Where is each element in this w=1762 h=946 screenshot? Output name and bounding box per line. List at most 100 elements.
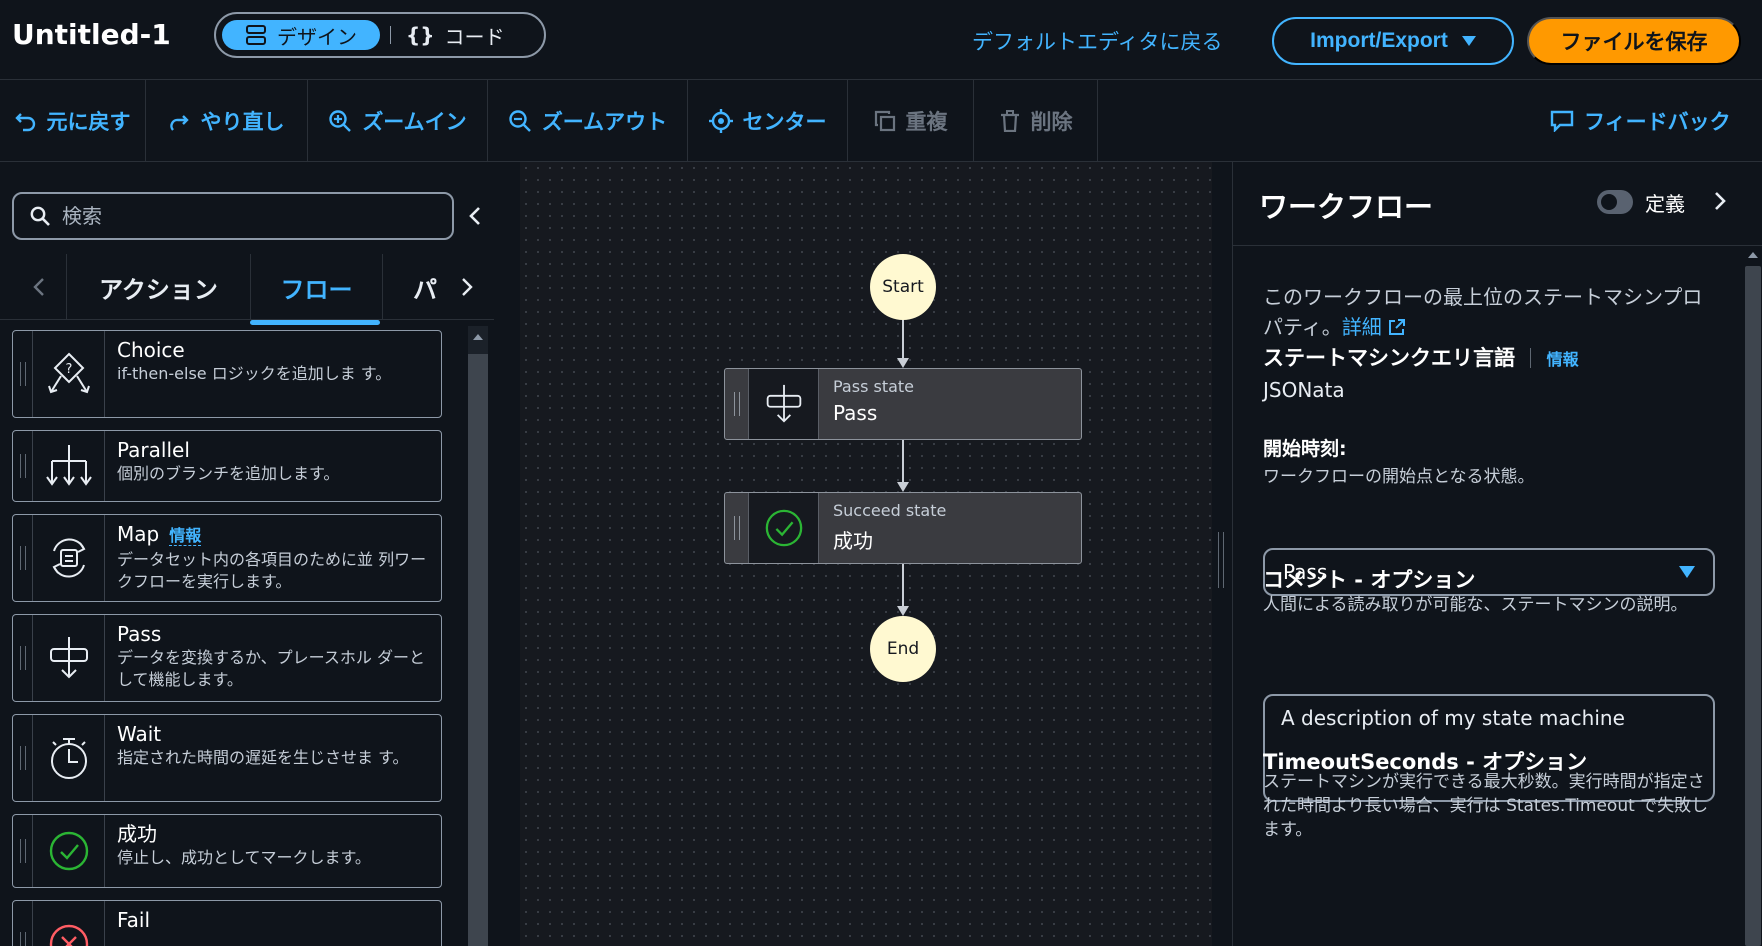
import-export-button[interactable]: Import/Export <box>1272 17 1514 65</box>
query-language-label: ステートマシンクエリ言語 情報 <box>1263 346 1579 370</box>
editor-toolbar: 元に戻す やり直し ズームイン ズームアウト センター 重複 削除 フィードバッ… <box>0 80 1762 162</box>
comment-textarea[interactable] <box>1263 694 1715 802</box>
library-item-desc: 個別のブランチを追加します。 <box>117 464 340 483</box>
map-icon <box>52 538 85 578</box>
library-item-desc: if-then-else ロジックを追加しま す。 <box>117 364 392 383</box>
success-icon <box>765 509 802 547</box>
undo-label: 元に戻す <box>46 110 131 134</box>
tabs-scroll-left-button[interactable] <box>28 274 50 300</box>
center-label: センター <box>742 110 827 134</box>
chevron-right-icon <box>462 278 473 296</box>
drag-handle[interactable] <box>725 493 749 563</box>
back-to-default-editor-link[interactable]: デフォルトエディタに戻る <box>972 30 1223 54</box>
drag-handle[interactable] <box>13 901 33 946</box>
library-scrollbar[interactable] <box>468 326 488 946</box>
mode-design-button[interactable]: デザイン <box>222 20 380 50</box>
drag-handle[interactable] <box>725 369 749 439</box>
library-item-fail[interactable]: Fail <box>12 900 442 946</box>
drag-handle[interactable] <box>13 331 33 417</box>
start-node[interactable]: Start <box>870 254 936 320</box>
tabs-scroll-right-button[interactable] <box>456 274 478 300</box>
external-link-icon <box>1389 319 1406 335</box>
map-info-link[interactable]: 情報 <box>169 526 202 546</box>
zoom-out-label: ズームアウト <box>541 110 668 134</box>
pass-icon <box>766 384 801 423</box>
center-button[interactable]: センター <box>688 80 848 162</box>
import-export-label: Import/Export <box>1310 29 1448 52</box>
inspector-collapse-button[interactable] <box>1713 190 1727 216</box>
tab-flow[interactable]: フロー <box>250 254 382 320</box>
library-item-parallel[interactable]: Parallel 個別のブランチを追加します。 <box>12 430 442 502</box>
redo-label: やり直し <box>200 110 285 134</box>
fail-icon <box>49 924 88 946</box>
feedback-label: フィードバック <box>1584 110 1731 134</box>
chevron-left-icon <box>33 278 44 296</box>
inspector-scrollbar[interactable] <box>1743 246 1762 946</box>
drag-handle[interactable] <box>13 715 33 801</box>
parallel-icon <box>45 445 92 486</box>
definition-toggle-label: 定義 <box>1645 192 1685 216</box>
delete-button[interactable]: 削除 <box>974 80 1098 162</box>
tab-patterns[interactable]: パ <box>382 254 452 320</box>
drag-handle[interactable] <box>13 615 33 701</box>
connector <box>902 320 904 362</box>
mode-code-button[interactable]: {} コード <box>406 20 504 50</box>
definition-toggle[interactable] <box>1597 190 1633 214</box>
comment-description: 人間による読み取りが可能な、ステートマシンの説明。 <box>1263 595 1688 615</box>
connector <box>902 564 904 610</box>
query-language-info-link[interactable]: 情報 <box>1546 350 1579 369</box>
timeout-label: TimeoutSeconds - オプション <box>1263 750 1588 774</box>
duplicate-button[interactable]: 重複 <box>848 80 974 162</box>
zoom-out-icon <box>509 110 531 132</box>
start-at-select[interactable]: Pass <box>1263 548 1715 596</box>
trash-icon <box>1000 110 1019 132</box>
drag-handle[interactable] <box>13 815 33 887</box>
library-item-desc: 指定された時間の遅延を生じさせま す。 <box>117 748 409 767</box>
mode-code-label: コード <box>444 24 505 49</box>
search-box <box>12 192 454 240</box>
details-link[interactable]: 詳細 <box>1342 315 1406 339</box>
end-node[interactable]: End <box>870 616 936 682</box>
mode-design-label: デザイン <box>277 24 357 49</box>
panel-resize-handle[interactable] <box>1212 162 1232 946</box>
zoom-out-button[interactable]: ズームアウト <box>488 80 688 162</box>
zoom-in-button[interactable]: ズームイン <box>308 80 488 162</box>
search-input[interactable] <box>62 204 402 228</box>
app-title: Untitled-1 <box>12 18 171 51</box>
stopwatch-icon <box>50 738 87 779</box>
inspector-header: ワークフロー 定義 <box>1233 162 1762 246</box>
code-mode-icon: {} <box>406 23 435 47</box>
undo-button[interactable]: 元に戻す <box>0 80 146 162</box>
succeed-state-node[interactable]: Succeed state 成功 <box>724 492 1082 564</box>
redo-button[interactable]: やり直し <box>146 80 308 162</box>
drag-handle[interactable] <box>13 431 33 501</box>
save-file-button[interactable]: ファイルを保存 <box>1527 17 1741 65</box>
workflow-description: このワークフローの最上位のステートマシンプロパティ。詳細 <box>1263 285 1703 339</box>
library-item-desc: データを変換するか、プレースホル ダーとして機能します。 <box>117 648 425 689</box>
library-item-title: Pass <box>117 622 162 646</box>
drag-handle[interactable] <box>13 515 33 601</box>
tab-actions[interactable]: アクション <box>66 254 250 320</box>
library-item-title: Wait <box>117 722 162 746</box>
library-item-desc: 停止し、成功としてマークします。 <box>117 848 371 867</box>
collapse-panel-button[interactable] <box>464 202 486 230</box>
pass-icon <box>49 637 88 679</box>
feedback-button[interactable]: フィードバック <box>1550 80 1731 162</box>
library-item-pass[interactable]: Pass データを変換するか、プレースホル ダーとして機能します。 <box>12 614 442 702</box>
connector <box>902 440 904 486</box>
library-item-choice[interactable]: ? Choice if-then-else ロジックを追加しま す。 <box>12 330 442 418</box>
library-item-title: Choice <box>117 338 185 362</box>
start-at-label: 開始時刻: <box>1263 438 1347 460</box>
workflow-canvas[interactable]: Start Pass state Pass Succeed state 成功 E… <box>520 162 1214 946</box>
feedback-icon <box>1550 110 1574 132</box>
delete-label: 削除 <box>1030 110 1073 134</box>
states-library-panel: アクション フロー パ ? Choice if-then-else ロジックを追… <box>0 162 494 946</box>
pass-state-node[interactable]: Pass state Pass <box>724 368 1082 440</box>
library-item-title: 成功 <box>117 822 157 846</box>
node-name: Pass <box>833 401 878 425</box>
library-item-wait[interactable]: Wait 指定された時間の遅延を生じさせま す。 <box>12 714 442 802</box>
library-tabs: アクション フロー パ <box>0 254 494 320</box>
zoom-in-label: ズームイン <box>362 110 467 134</box>
library-item-succeed[interactable]: 成功 停止し、成功としてマークします。 <box>12 814 442 888</box>
